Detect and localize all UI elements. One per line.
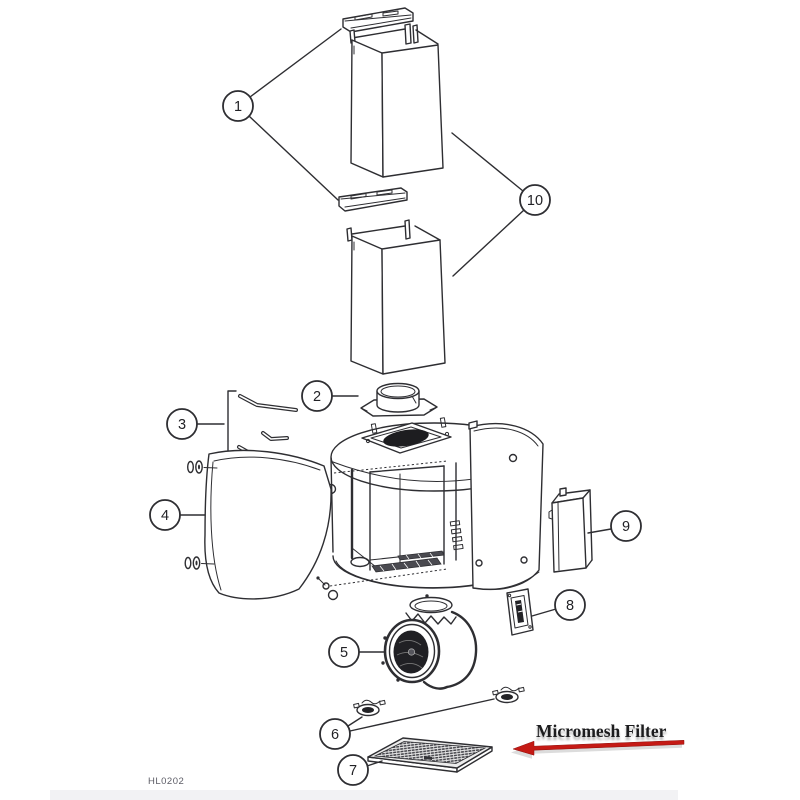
grease-filter [367, 737, 493, 773]
callout-3-number: 3 [178, 417, 186, 433]
callout-4-number: 4 [161, 508, 169, 524]
callout-4: 4 [149, 499, 206, 531]
callout-10: 10 [451, 132, 551, 277]
canopy-washers-bottom [184, 556, 215, 570]
callout-5: 5 [328, 636, 385, 668]
callout-1: 1 [222, 28, 342, 201]
wall-bracket-top [342, 7, 414, 33]
wall-bracket-mid [338, 187, 408, 212]
switch-slot-cutouts [449, 520, 464, 551]
filter-handle [424, 756, 432, 760]
right-side-panel [468, 420, 544, 591]
lamp-assembly-left [353, 699, 386, 717]
bottom-shade-band [50, 790, 678, 800]
chimney-upper-section [349, 23, 444, 178]
drawing-code: HL0202 [148, 776, 184, 787]
callout-9: 9 [587, 510, 642, 542]
callout-9-number: 9 [622, 519, 630, 535]
callout-6: 6 [319, 698, 495, 750]
callout-7: 7 [337, 754, 383, 786]
callout-3: 3 [166, 408, 225, 440]
annotation-arrow-shadow [511, 743, 682, 759]
callout-5-number: 5 [340, 645, 348, 661]
callout-2-number: 2 [313, 389, 321, 405]
duct-collar [360, 382, 438, 417]
callout-8-number: 8 [566, 598, 574, 614]
chimney-lower-section [346, 219, 446, 375]
hood-body [314, 417, 544, 601]
lamp-assembly-right [492, 686, 525, 704]
capacitor-box [548, 487, 593, 573]
callout-1-number: 1 [234, 99, 242, 115]
callout-6-number: 6 [331, 727, 339, 743]
top-outlet-frame [361, 417, 452, 454]
annotation-label: Micromesh Filter [536, 721, 667, 741]
annotation-arrow [512, 740, 685, 756]
callout-2: 2 [301, 380, 359, 412]
blower-motor [381, 594, 478, 690]
callout-8: 8 [531, 589, 586, 621]
canopy-washers-top [186, 460, 218, 474]
micromesh-annotation: Micromesh Filter [511, 721, 685, 759]
callout-10-number: 10 [527, 193, 543, 209]
callout-7-number: 7 [349, 763, 357, 779]
glass-canopy [204, 449, 332, 600]
fixing-screws-bottom [316, 576, 339, 601]
control-switch [506, 588, 534, 636]
vent-hatch-strips [371, 550, 445, 573]
